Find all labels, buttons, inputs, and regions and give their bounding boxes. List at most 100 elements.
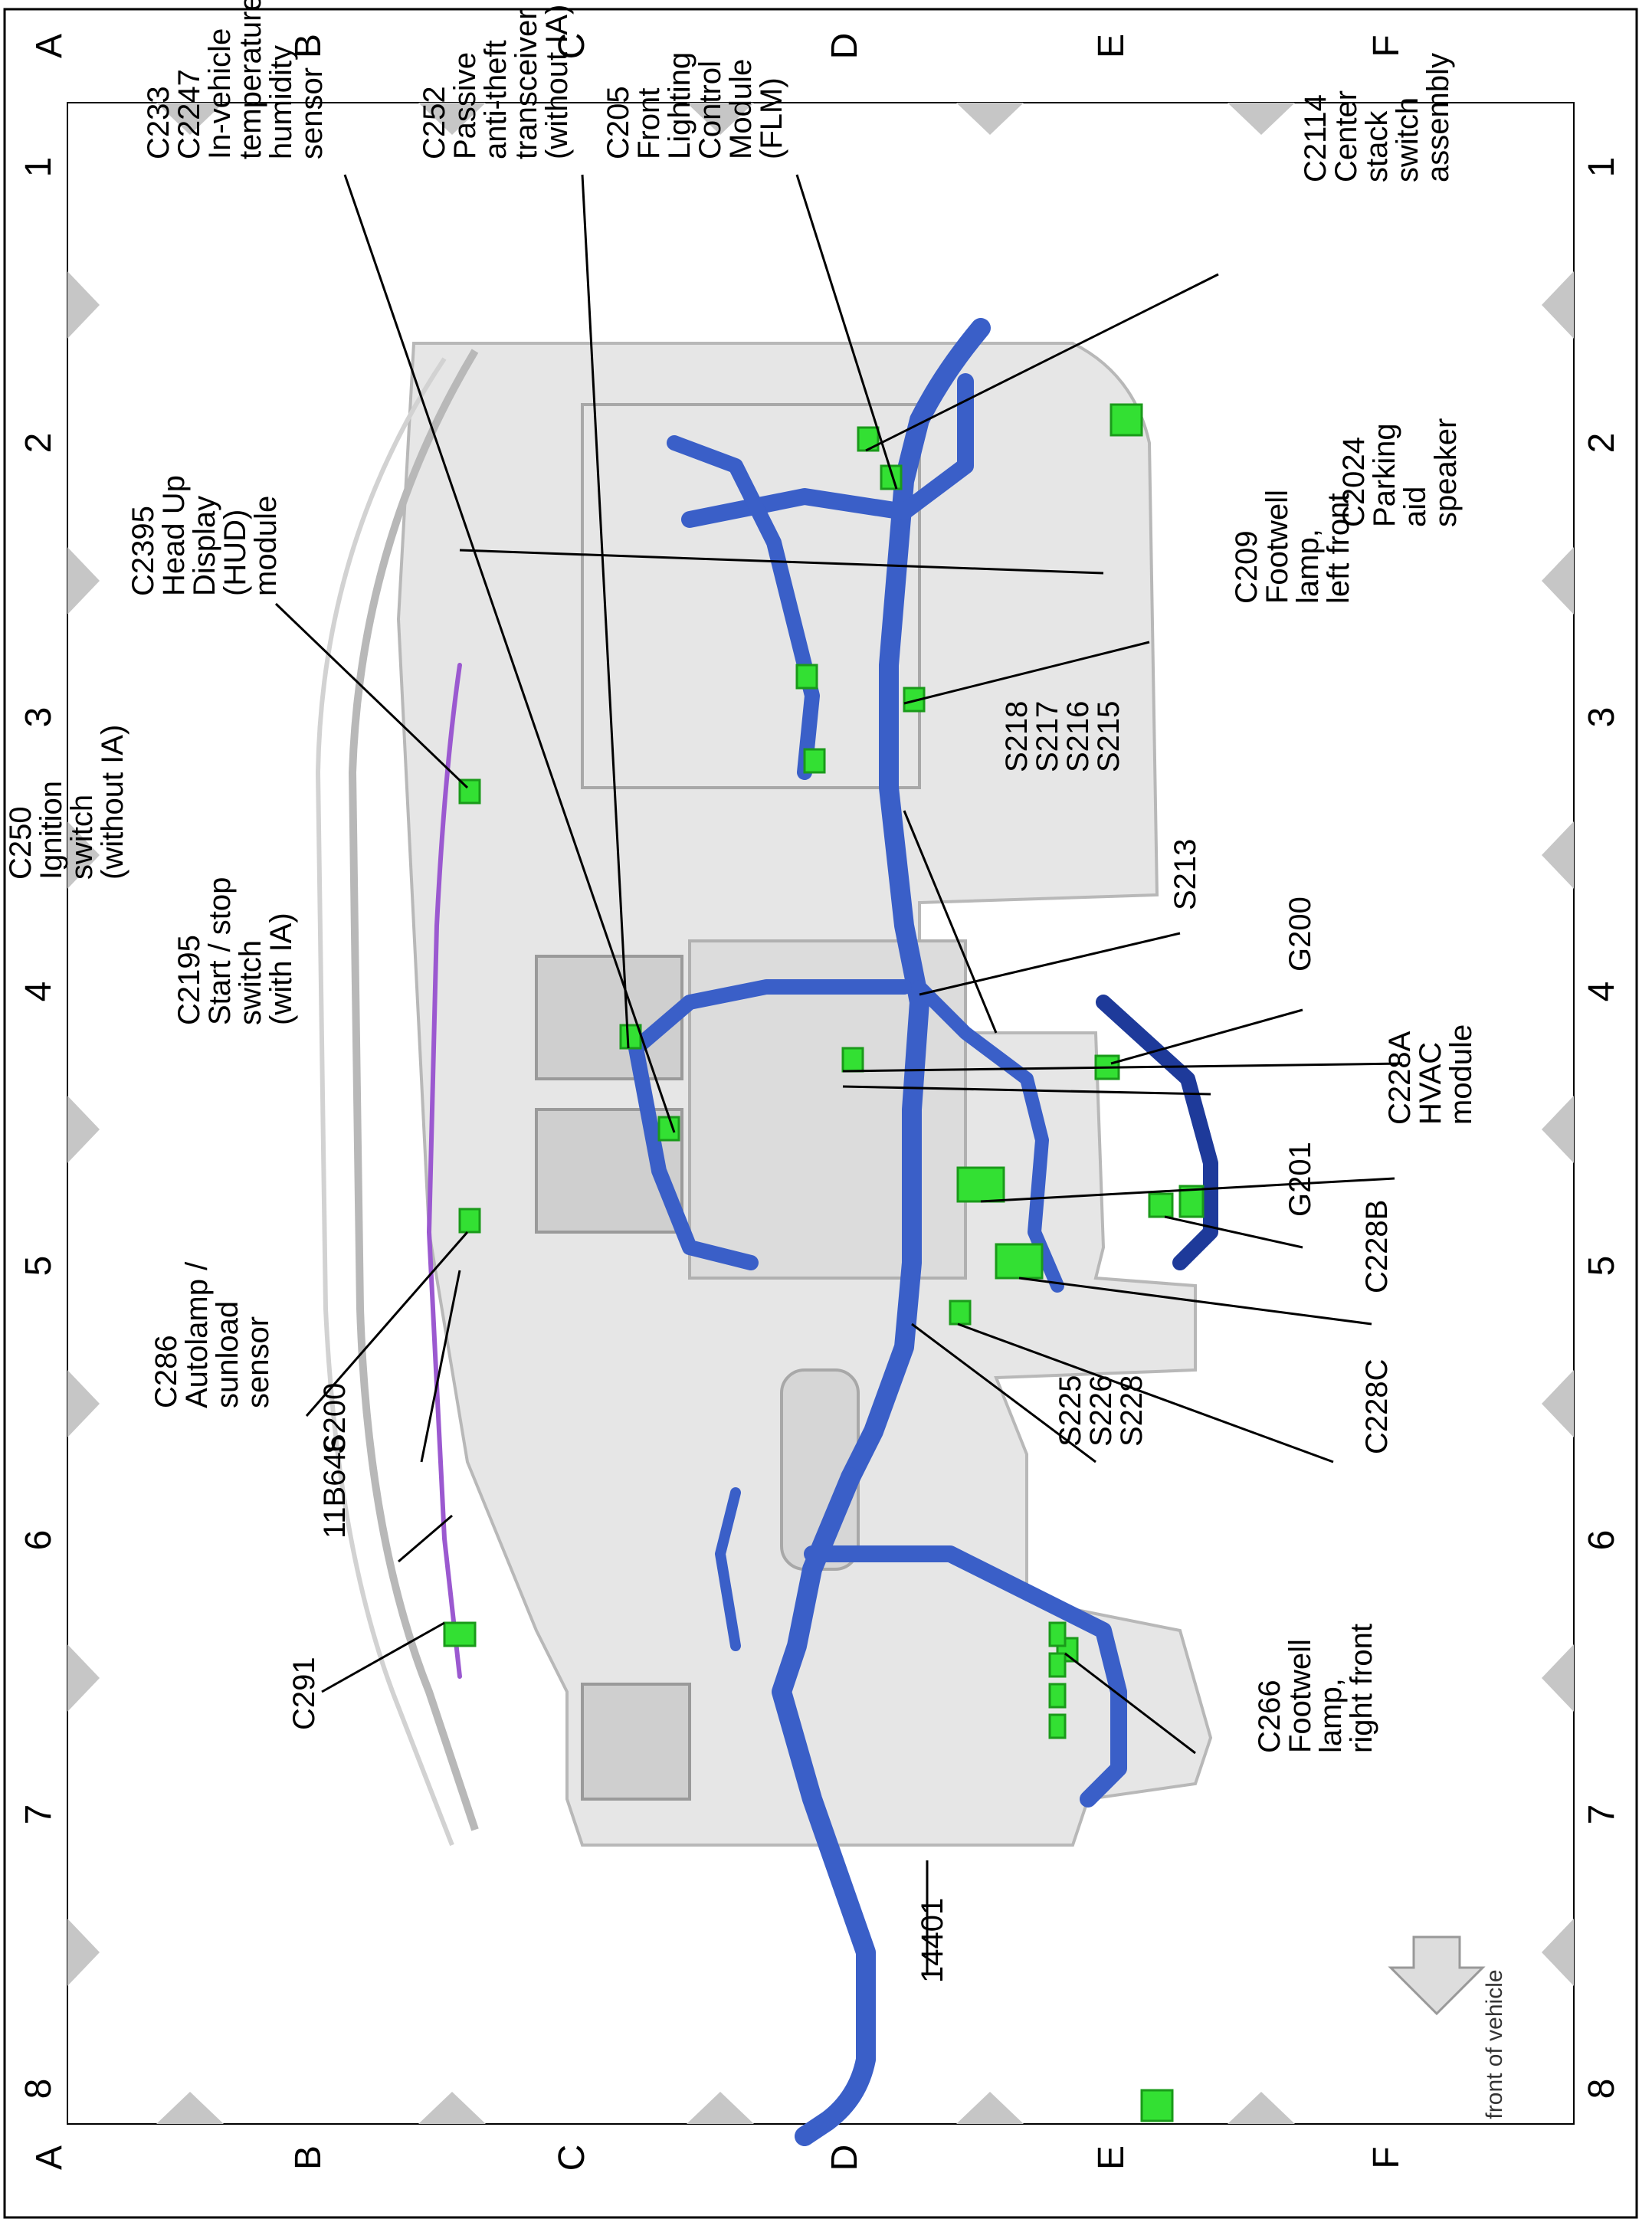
connector-c228c — [949, 1300, 972, 1326]
row-label-right-D: D — [824, 33, 865, 60]
label-11b646: 11B646 — [318, 1435, 352, 1539]
col-label-bottom-4: 4 — [1582, 982, 1622, 1002]
connector-right-end — [1140, 2089, 1174, 2122]
label-c250-line3: switch — [65, 795, 99, 880]
leader-c250 — [842, 1062, 1403, 1073]
label-c233-line4: temperature / — [234, 0, 267, 159]
col-label-top-3: 3 — [18, 707, 59, 728]
instrument-panel — [315, 342, 1213, 1847]
panel-top-edge-2 — [315, 357, 454, 1847]
label-c209-line4: left front — [1322, 493, 1355, 604]
label-s218-line2: S217 — [1031, 701, 1064, 772]
connector-c228b — [995, 1243, 1044, 1280]
grid-marker-left-4 — [956, 2092, 1024, 2124]
row-label-left-C: C — [552, 2145, 592, 2171]
callout-c2395: C2395 Head Up Display (HUD) module — [126, 475, 283, 596]
callout-s200: S200 — [318, 1383, 352, 1454]
grid-marker-bottom-7 — [1542, 1919, 1574, 1986]
leader-c2024 — [459, 549, 1104, 575]
label-s213: S213 — [1169, 839, 1202, 910]
label-c2395-line3: Display — [188, 496, 221, 596]
leader-lines — [274, 174, 1403, 1975]
grid-marker-top-7 — [67, 1919, 100, 1986]
label-s218-line4: S215 — [1092, 701, 1126, 772]
connectors — [443, 403, 1205, 2122]
label-c2114-line3: stack — [1360, 110, 1394, 182]
leader-c2195 — [842, 1085, 1211, 1096]
leader-g201 — [1164, 1215, 1303, 1249]
grid-markers — [67, 103, 1574, 2124]
col-label-bottom-5: 5 — [1582, 1256, 1622, 1277]
row-label-left-B: B — [288, 2145, 329, 2170]
grid-marker-top-4 — [67, 1096, 100, 1163]
panel-top-edge — [348, 349, 479, 1831]
label-s200: S200 — [318, 1383, 352, 1454]
callout-s218: S218 S217 S216 S215 — [1000, 701, 1126, 772]
leader-s225 — [911, 1322, 1096, 1463]
callout-14401: 14401 — [916, 1898, 949, 1983]
callout-c252: C252 Passive anti-theft transceiver (wit… — [418, 5, 574, 159]
grid-marker-bottom-4 — [1542, 1096, 1574, 1163]
grid-marker-left-1 — [156, 2092, 224, 2124]
callout-c2114: C2114 Center stack switch assembly — [1299, 53, 1455, 182]
connector-c228a — [956, 1166, 1005, 1203]
label-c252-line5: (without IA) — [540, 5, 574, 159]
row-label-left-D: D — [824, 2145, 865, 2171]
grid-marker-left-5 — [1228, 2092, 1295, 2124]
col-label-bottom-1: 1 — [1582, 157, 1622, 178]
connector-right-3 — [1048, 1683, 1067, 1709]
label-c252-line2: Passive — [448, 52, 482, 159]
vent-right — [581, 1683, 691, 1801]
front-arrow-icon — [1388, 1935, 1486, 2016]
harness-passenger — [772, 1467, 876, 2146]
label-c266-line4: right front — [1345, 1624, 1378, 1753]
connector-right-2 — [1048, 1652, 1067, 1678]
purple-wire-11b646 — [427, 663, 462, 1679]
label-c2024-line3: aid — [1398, 487, 1432, 527]
callout-s225: S225 S226 S228 — [1054, 1375, 1149, 1447]
label-c205-line5: Module — [724, 59, 758, 159]
label-s225-line1: S225 — [1054, 1375, 1087, 1447]
leader-c2114 — [865, 273, 1219, 452]
callout-c228c: C228C — [1360, 1359, 1394, 1454]
label-c250-line1: C250 — [4, 806, 38, 880]
grid-marker-top-3 — [67, 821, 100, 889]
grid-marker-left-2 — [418, 2092, 486, 2124]
leader-c291 — [321, 1621, 445, 1693]
row-label-right-B: B — [288, 34, 329, 58]
center-stack — [688, 939, 967, 1280]
label-c233-line1: C233 — [142, 86, 175, 159]
harness-hvac — [913, 980, 1064, 1293]
label-s225-line3: S228 — [1115, 1375, 1149, 1447]
grid-marker-right-5 — [1228, 103, 1295, 135]
label-c291: C291 — [287, 1657, 321, 1730]
callout-g200: G200 — [1283, 896, 1317, 972]
leader-c205 — [795, 174, 898, 490]
frame-outer — [3, 8, 1638, 2219]
leader-c252 — [581, 174, 630, 1049]
grid-marker-bottom-5 — [1542, 1370, 1574, 1437]
callout-c228a: C228A HVAC module — [1383, 1024, 1478, 1125]
grid-marker-right-4 — [956, 103, 1024, 135]
label-c286-line2: Autolamp / — [180, 1261, 214, 1408]
row-label-left-F: F — [1366, 2146, 1407, 2168]
label-g201: G201 — [1283, 1142, 1317, 1217]
leader-c286 — [305, 1231, 469, 1417]
grid-labels: A B C D E F A B C D E F 1 2 3 4 5 6 7 8 … — [18, 33, 1622, 2171]
row-label-right-A: A — [29, 34, 70, 58]
label-g200: G200 — [1283, 896, 1317, 972]
label-c2395-line5: module — [249, 496, 283, 596]
connector-right-4 — [1048, 1713, 1067, 1739]
connector-c291 — [443, 1621, 477, 1647]
grid-marker-bottom-3 — [1542, 821, 1574, 889]
connector-c286 — [458, 1208, 481, 1234]
label-c266-line3: lamp, — [1314, 1678, 1348, 1753]
label-c228a-line3: module — [1444, 1024, 1478, 1125]
col-label-top-2: 2 — [18, 433, 59, 454]
leader-g200 — [1110, 1008, 1303, 1065]
label-c2395-line4: (HUD) — [218, 510, 252, 596]
grid-marker-right-1 — [156, 103, 224, 135]
row-label-right-E: E — [1091, 34, 1132, 58]
label-c286-line4: sensor — [241, 1316, 275, 1408]
